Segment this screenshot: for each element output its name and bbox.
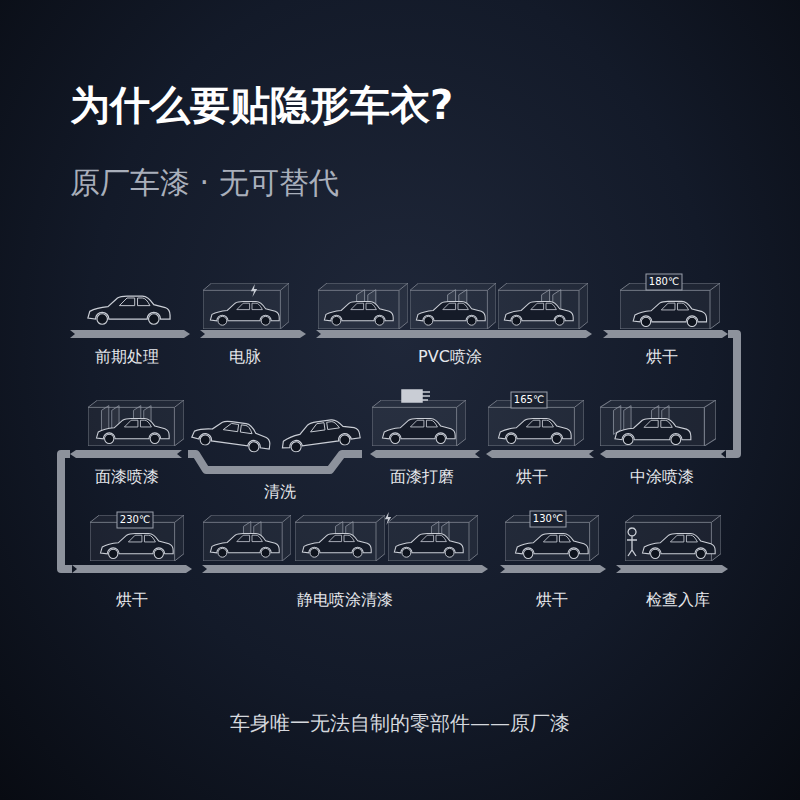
flow-band — [603, 330, 728, 338]
step-label: PVC喷涂 — [418, 347, 482, 366]
step-label: 烘干 — [116, 590, 148, 609]
step-label: 面漆打磨 — [390, 467, 454, 486]
row-three-figures — [90, 511, 721, 561]
flow-band — [370, 450, 480, 458]
subtitle: 原厂车漆 · 无可替代 — [70, 165, 339, 201]
flow-band — [200, 330, 306, 338]
flow-band — [70, 450, 182, 458]
flow-band — [726, 334, 737, 454]
step-label: 前期处理 — [95, 347, 159, 366]
step-label: 烘干 — [516, 467, 548, 486]
step-label: 面漆喷漆 — [95, 467, 159, 486]
flow-band — [316, 330, 592, 338]
step-label: 中涂喷漆 — [630, 467, 694, 486]
page-caption: 车身唯一无法自制的零部件——原厂漆 — [230, 711, 570, 735]
step-label: 烘干 — [646, 347, 678, 366]
row-one-figures — [88, 274, 720, 329]
flow-band — [202, 565, 488, 573]
flow-band — [486, 450, 594, 458]
step-label: 检查入库 — [646, 590, 710, 609]
flow-band — [600, 450, 726, 458]
temperature-label: 165℃ — [514, 394, 544, 406]
page-title: 为什么要贴隐形车衣? — [70, 81, 453, 129]
step-label: 清洗 — [264, 482, 296, 501]
temperature-label: 230℃ — [120, 514, 150, 526]
row-two-figures — [88, 390, 716, 454]
inspector-figure — [627, 528, 637, 556]
step-label: 电脉 — [229, 347, 261, 366]
flow-band — [188, 454, 362, 470]
flow-band — [616, 565, 728, 573]
flow-band — [61, 454, 72, 569]
flow-band — [70, 330, 728, 573]
flow-band — [70, 330, 190, 338]
temperature-label: 130℃ — [533, 513, 563, 525]
flow-band — [500, 565, 606, 573]
glove-icon — [402, 390, 430, 402]
temperature-label: 180℃ — [649, 276, 679, 288]
step-label: 烘干 — [536, 590, 568, 609]
flow-band — [72, 565, 192, 573]
step-label: 静电喷涂清漆 — [297, 590, 393, 609]
